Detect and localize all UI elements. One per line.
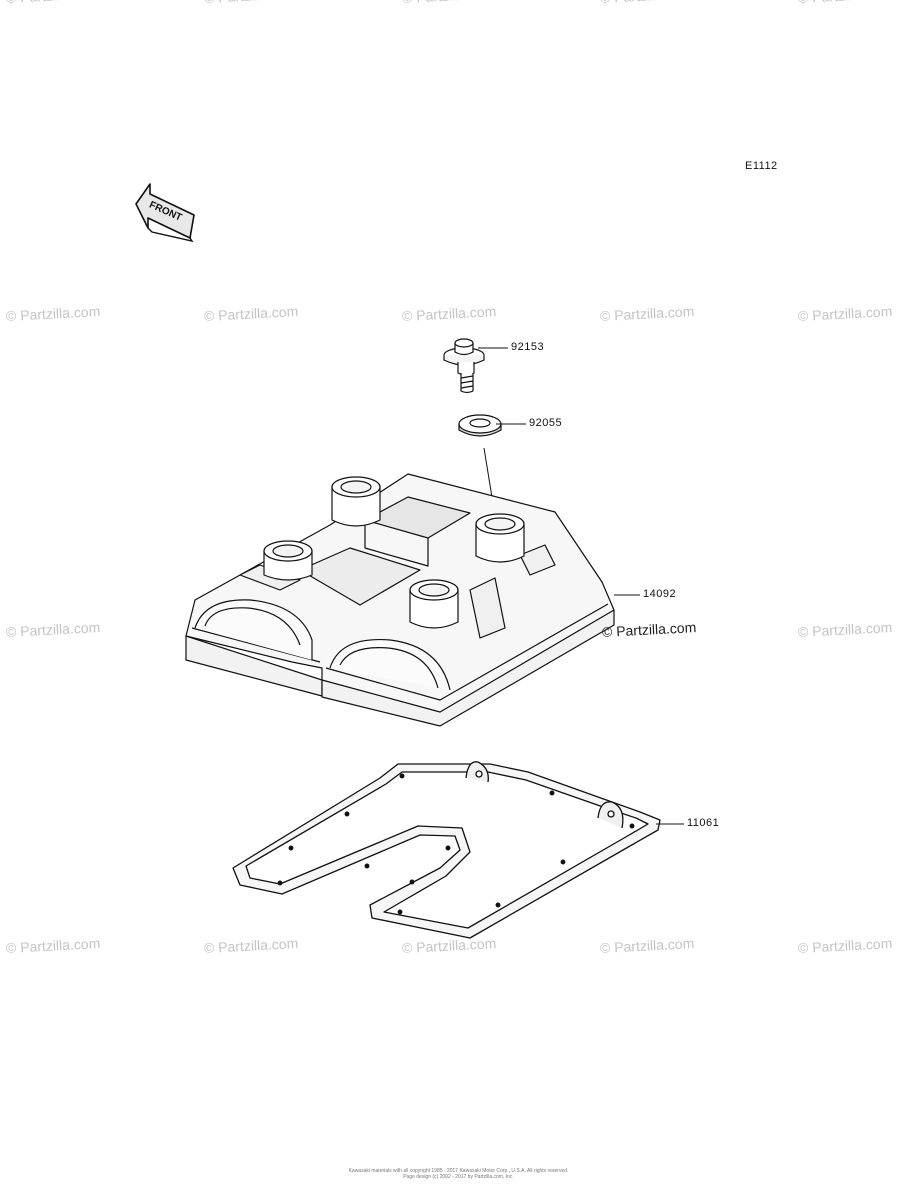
grommet-92055-drawing (458, 414, 502, 437)
copyright-line: Kawasaki materials with all copyright 19… (348, 1168, 569, 1174)
bolt-92153-drawing (443, 338, 485, 394)
copyright-line: Page design (c) 2002 - 2017 by Partzilla… (403, 1174, 514, 1180)
part-number-callout[interactable]: 14092 (643, 588, 677, 600)
gasket-11061-drawing (232, 761, 661, 939)
part-number-callout[interactable]: 11061 (687, 817, 720, 829)
diagram-code: E1112 (745, 160, 778, 172)
part-number-callout[interactable]: 92153 (511, 341, 545, 353)
cylinder-head-cover-14092-drawing (185, 473, 615, 727)
part-number-callout[interactable]: 92055 (529, 417, 563, 429)
front-arrow-icon: FRONT (135, 183, 195, 243)
callout-leaders (478, 347, 684, 825)
copyright-footer: Kawasaki materials with all copyright 19… (250, 1168, 667, 1180)
